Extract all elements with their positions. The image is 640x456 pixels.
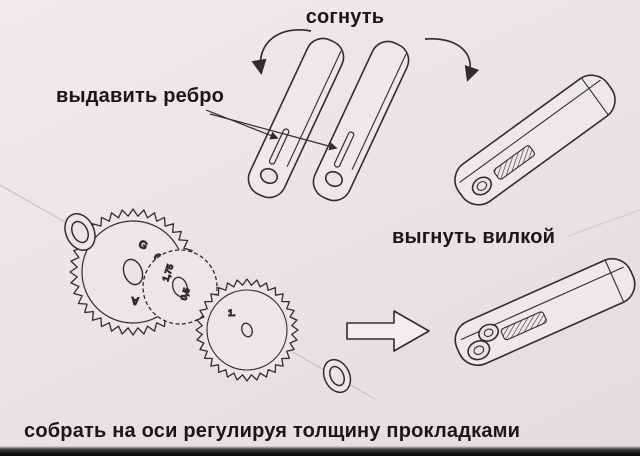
washer-left-inner (71, 220, 89, 244)
washer-left (64, 213, 96, 251)
folded-part-top-tip-line (581, 78, 609, 115)
blade-left-rib-slot (268, 128, 290, 165)
photo-edge-shadow (0, 446, 640, 456)
fork-eyelet-lower-inner (473, 345, 485, 355)
folded-part-top-crease (459, 79, 601, 183)
spacer-disc: 1,75 0,5 (142, 249, 218, 325)
blade-right-hole (324, 170, 344, 188)
blade-right-rib-slot (333, 131, 355, 168)
assembled-part-bottom (454, 257, 636, 367)
bend-arrow-left-icon (251, 29, 312, 76)
blade-left-outline (247, 37, 345, 199)
fork-eyelet-upper-inner (483, 328, 494, 337)
label-press-rib: выдавить ребро (56, 85, 225, 107)
assembled-part-tip-line (604, 260, 624, 302)
rib-leader-left (205, 109, 279, 140)
washer-right (322, 358, 352, 394)
sprocket-large-hole (122, 258, 144, 286)
assembled-part-rib (500, 311, 547, 341)
faint-scratch-line (567, 209, 640, 237)
assembled-part-outline (454, 257, 636, 367)
spacer-disc-hole (171, 276, 189, 298)
rib-leader-lines (205, 109, 338, 151)
bend-arrow-right-icon (424, 38, 480, 82)
label-assemble-instruction: собрать на оси регулируя толщину проклад… (24, 420, 521, 442)
washer-right-inner (328, 365, 346, 387)
sprocket-small: 1. (195, 278, 299, 382)
folded-part-top-hole-inner (476, 181, 488, 191)
blade-left-edge-line (286, 50, 342, 168)
blade-left-hole (259, 167, 279, 185)
folded-part-top (454, 74, 616, 206)
spacer-dim-2: 0,5 (178, 287, 191, 302)
blade-right-edge-line (351, 53, 407, 171)
label-bend-with-fork: выгнуть вилкой (392, 226, 556, 248)
blade-right-outline (312, 40, 410, 202)
sprocket-small-rim (206, 289, 288, 371)
blade-left (247, 37, 345, 199)
sprocket-small-hole (241, 322, 253, 338)
rib-leader-right (209, 113, 338, 151)
bend-arrows (251, 29, 480, 82)
sprocket-small-mark: 1. (228, 308, 236, 318)
blade-right (312, 40, 410, 202)
folded-part-top-rib (493, 145, 535, 180)
arrow-right-icon (346, 310, 430, 352)
label-bend: согнуть (305, 6, 385, 28)
